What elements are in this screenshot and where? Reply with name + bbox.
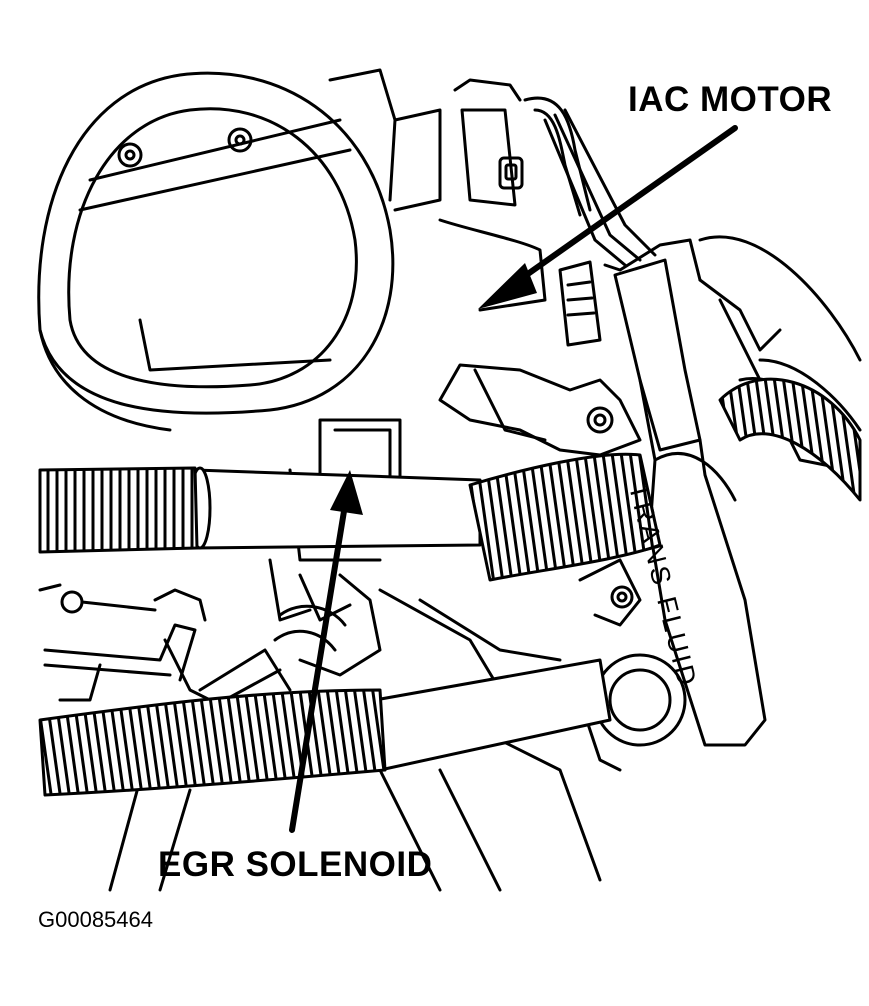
egr-solenoid [198, 418, 402, 702]
figure-code: G00085464 [38, 907, 153, 932]
mounting-bracket [438, 363, 642, 627]
throttle-body [37, 68, 442, 432]
iac-motor-label: IAC MOTOR [628, 80, 833, 119]
egr-solenoid-leader-arrow [289, 470, 363, 833]
harness-right-edge [718, 377, 862, 502]
harness-upper-right [468, 452, 662, 582]
harness-upper-left [38, 466, 199, 554]
vacuum-lines [38, 583, 212, 702]
iac-motor-leader-arrow [478, 125, 738, 309]
lower-manifold [108, 588, 687, 892]
iac-motor [438, 78, 702, 347]
lower-tube [373, 658, 612, 772]
egr-solenoid-label: EGR SOLENOID [158, 845, 433, 884]
harness-lower [38, 688, 387, 797]
